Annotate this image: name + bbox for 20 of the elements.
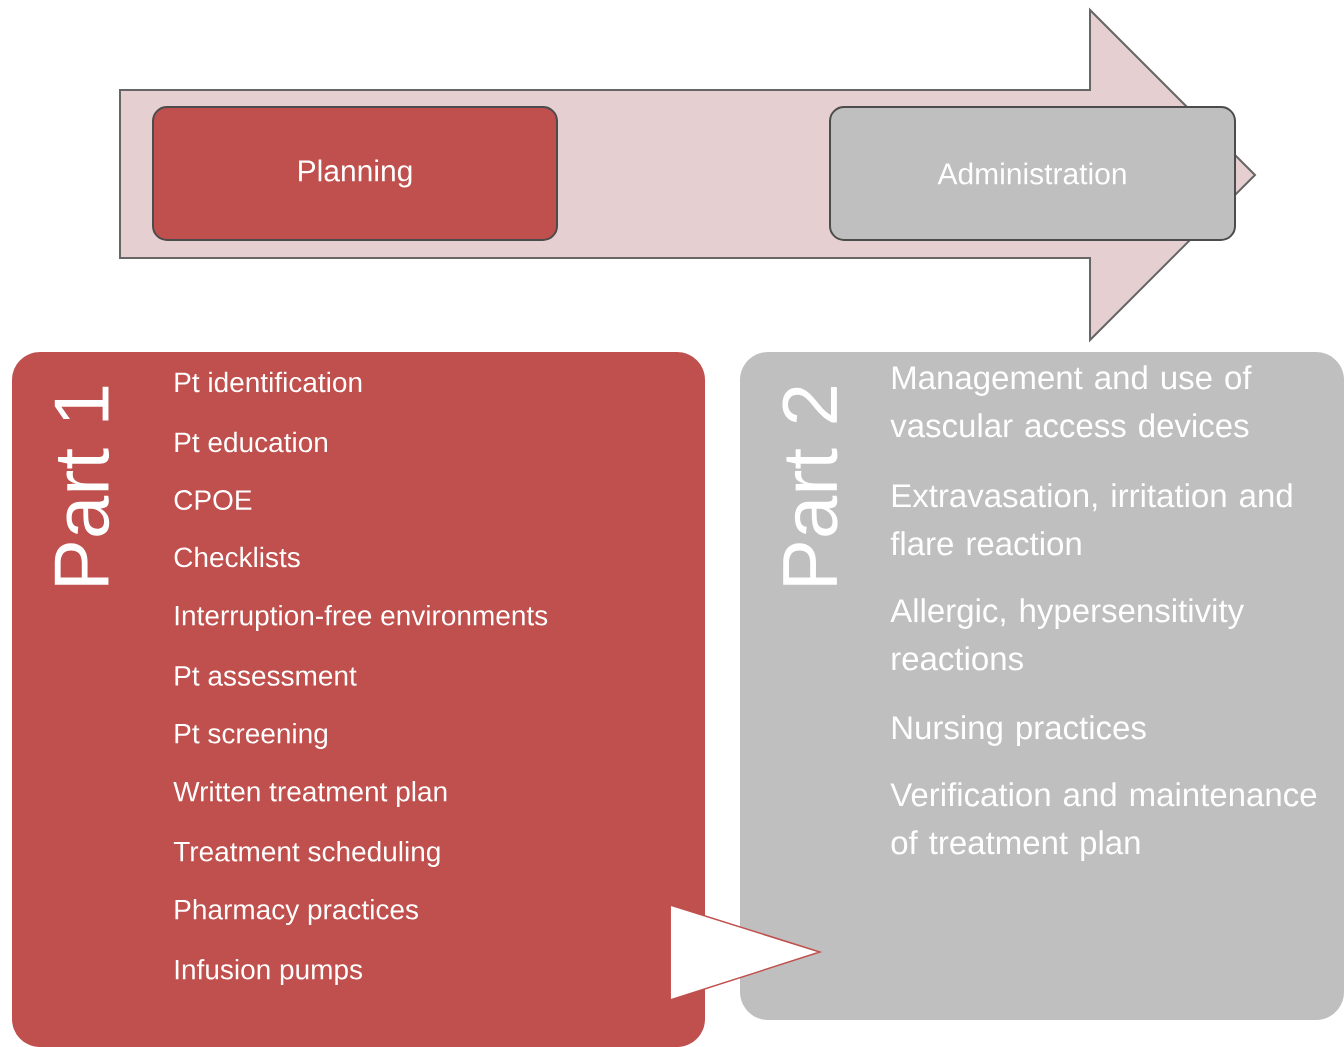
- list-item: Extravasation, irritation and flare reaction: [890, 483, 1292, 556]
- list-item: Nursing practices: [892, 715, 1146, 746]
- list-item: Management and use of vascular access devices: [890, 365, 1252, 438]
- list-item: CPOE: [174, 490, 252, 510]
- list-item: Pt identification: [175, 371, 362, 393]
- list-item: Written treatment plan: [173, 780, 447, 808]
- part-heading: Part 2: [782, 386, 838, 585]
- list-item: Allergic, hypersensitivity reactions: [890, 598, 1245, 671]
- list-item: Pharmacy practices: [175, 898, 418, 926]
- list-item: Checklists: [174, 546, 300, 568]
- list-item: Interruption-free environments: [175, 604, 548, 632]
- list-item: Pt assessment: [175, 666, 357, 686]
- part-heading: Part 1: [54, 386, 110, 585]
- list-item: Pt screening: [175, 722, 327, 750]
- list-item: Infusion pumps: [175, 958, 363, 986]
- list-item: Pt education: [175, 431, 327, 453]
- stage-box: Planning: [152, 106, 558, 241]
- stage-box: Administration: [829, 106, 1236, 241]
- list-item: Treatment scheduling: [173, 840, 440, 868]
- list-item: Verification and maintenance of treatment plan: [890, 782, 1317, 861]
